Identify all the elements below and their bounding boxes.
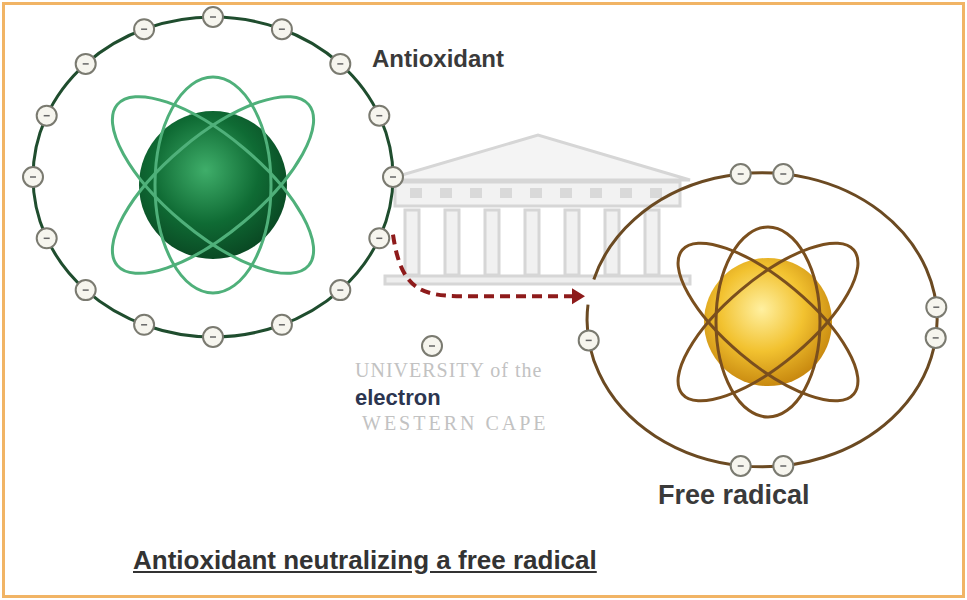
antioxidant-atom — [23, 7, 403, 347]
atom-label: Free radical — [658, 480, 810, 511]
loose-electron — [422, 336, 442, 356]
caption-text: Antioxidant neutralizing a free radical — [133, 545, 597, 576]
atom-node: Free radical — [585, 171, 939, 469]
free-radical-atom — [579, 164, 947, 476]
electron-transfer-arrow — [393, 235, 573, 297]
watermark-text: UNIVERSITY of the — [355, 359, 542, 382]
electron-label: electron — [355, 385, 441, 411]
watermark-text: WESTERN CAPE — [362, 412, 549, 435]
atom-label: Antioxidant — [372, 45, 504, 73]
atom-node: Antioxidant — [33, 17, 393, 337]
arrow-head — [572, 288, 585, 304]
